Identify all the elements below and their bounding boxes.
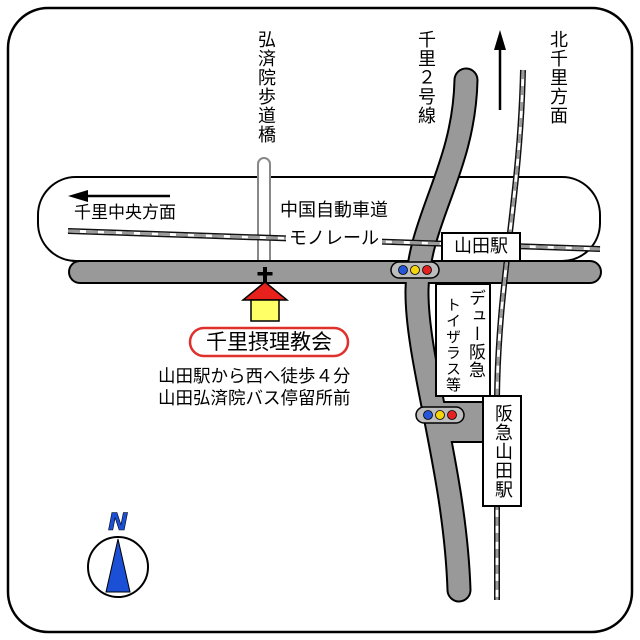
mall-tenants-label: トイザラス等 [444, 297, 462, 393]
route-road [406, 69, 477, 601]
traffic-signal-icon [415, 406, 465, 424]
arrow-up-head [494, 30, 506, 50]
cross-horizontal [257, 272, 273, 276]
signal-blue-lamp [423, 410, 433, 420]
church-body [250, 299, 280, 322]
hankyu-station-box [482, 395, 522, 507]
north-label: N [108, 508, 128, 536]
signal-blue-lamp [398, 265, 408, 275]
north-arrow-icon [105, 538, 131, 593]
senri-chuo-direction-label: 千里中央方面 [74, 203, 176, 223]
monorail-label: モノレール [286, 230, 382, 248]
kita-senri-direction-label: 北千里方面 [547, 30, 568, 125]
church-name-label: 千里摂理教会 [206, 329, 332, 354]
hankyu-station-label: 阪急山田駅 [492, 404, 513, 499]
signal-red-lamp [447, 410, 457, 420]
arrow-left-head [68, 190, 88, 202]
church-name-frame [188, 326, 350, 358]
arrow-up-icon [494, 30, 506, 110]
monorail-station-label: 山田駅 [454, 236, 508, 257]
footbridge [257, 157, 271, 266]
mall-box [435, 283, 491, 397]
arrow-left-icon [68, 190, 170, 202]
church-icon [240, 267, 290, 322]
footbridge-label: 弘済院歩道橋 [255, 30, 276, 144]
expressway-label: 中国自動車道 [280, 200, 388, 221]
route-label: 千里２号線 [415, 30, 436, 125]
access-line: 山田駅から西へ徒歩４分 [158, 367, 351, 387]
signal-red-lamp [422, 265, 432, 275]
mall-name-label: デュー阪急 [465, 289, 485, 379]
traffic-signal-icon [390, 261, 440, 279]
signal-yellow-lamp [435, 410, 445, 420]
map-frame [6, 6, 634, 634]
monorail-station-box [441, 232, 521, 262]
signal-yellow-lamp [410, 265, 420, 275]
compass-icon: N [87, 508, 149, 598]
access-line: 山田弘済院バス停留所前 [158, 389, 351, 409]
main-road [70, 262, 600, 282]
